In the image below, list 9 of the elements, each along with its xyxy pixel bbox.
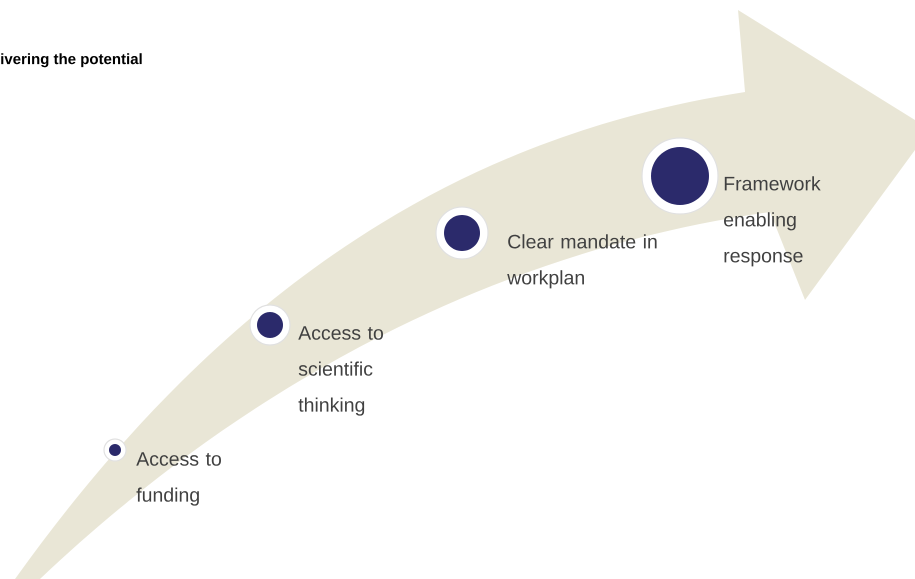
step-label: Access to scientific thinking	[298, 326, 383, 416]
dot-marker	[641, 137, 719, 215]
step-label: Framework enabling response	[724, 176, 821, 266]
title: ivering the potential	[1, 53, 142, 68]
dot-marker	[435, 206, 489, 260]
dot-marker	[249, 304, 291, 346]
step-label: Access to funding	[136, 452, 221, 506]
dot-marker	[103, 438, 127, 462]
step-label: Clear mandate in workplan	[507, 234, 657, 288]
